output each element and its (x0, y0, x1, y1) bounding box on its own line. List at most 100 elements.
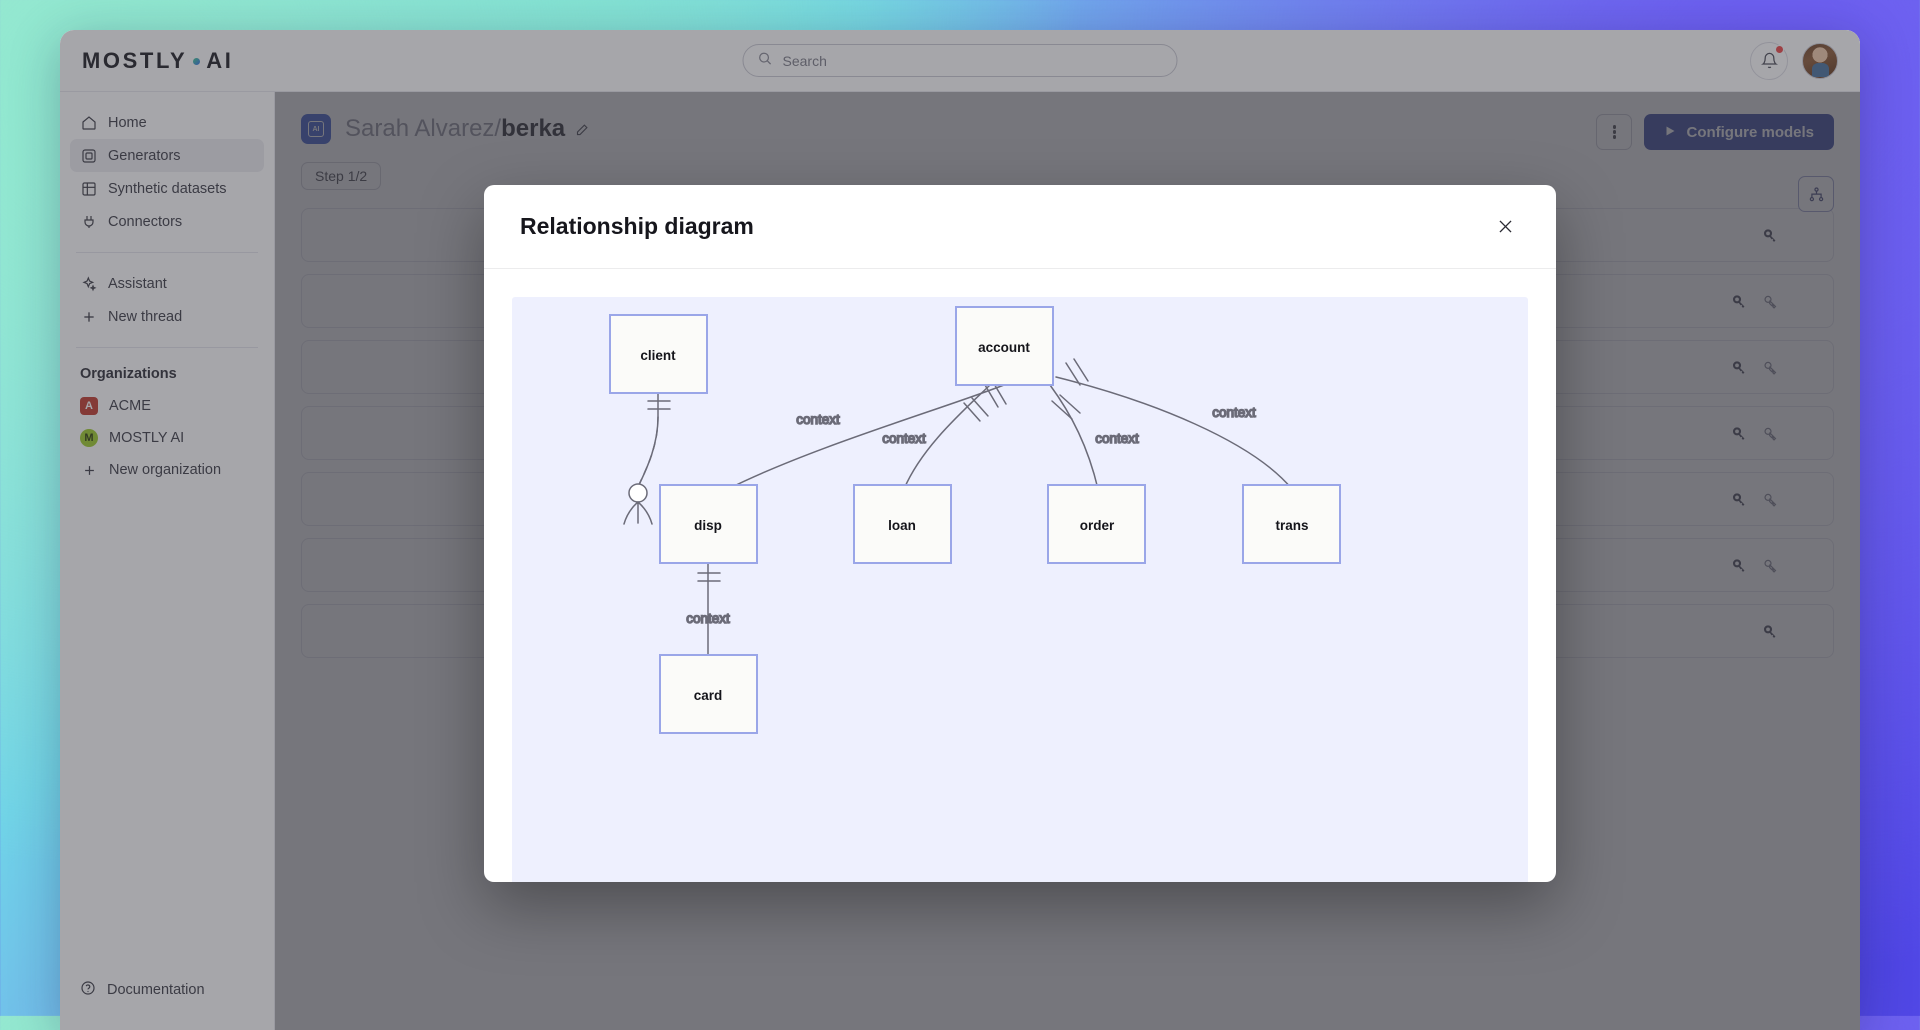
row-keys (1762, 623, 1779, 640)
row-keys (1731, 359, 1779, 376)
edge-label: context (686, 611, 730, 626)
home-icon (80, 114, 97, 131)
org-item-mostly-ai[interactable]: M MOSTLY AI (70, 422, 264, 454)
edge-label: context (796, 412, 840, 427)
organizations-heading: Organizations (80, 366, 177, 382)
sidebar: Home Generators Synthe (60, 92, 275, 1030)
plug-icon (80, 213, 97, 230)
primary-key-icon (1732, 492, 1745, 506)
brand-dot-icon (193, 58, 201, 65)
datasets-icon (80, 180, 97, 197)
org-item-label: ACME (109, 398, 151, 414)
configure-models-button[interactable]: Configure models (1644, 114, 1834, 150)
primary-key-icon (1732, 426, 1745, 440)
edge-label: context (1095, 431, 1139, 446)
entity-label: account (978, 340, 1030, 355)
search-icon (758, 51, 773, 71)
brand-suffix: AI (206, 47, 234, 73)
sidebar-item-label: Synthetic datasets (108, 180, 227, 197)
org-item-acme[interactable]: A ACME (70, 390, 264, 422)
sidebar-item-synthetic-datasets[interactable]: Synthetic datasets (70, 172, 264, 205)
entity-label: trans (1275, 518, 1308, 533)
generator-icon-inner: AI (308, 121, 324, 137)
sidebar-divider-2 (76, 347, 258, 348)
sidebar-divider-1 (76, 252, 258, 253)
row-keys (1731, 425, 1779, 442)
primary-key-icon (1732, 558, 1745, 572)
page-header: AI Sarah Alvarez/ berka (275, 92, 1860, 150)
foreign-key-icon (1764, 559, 1777, 573)
entity-label: client (640, 348, 676, 363)
notification-badge-icon (1775, 44, 1784, 54)
entity-client[interactable]: client (609, 314, 708, 394)
sparkle-icon (80, 275, 97, 292)
entity-trans[interactable]: trans (1242, 484, 1341, 564)
foreign-key-icon (1764, 295, 1777, 309)
entity-disp[interactable]: disp (659, 484, 758, 564)
sidebar-item-assistant[interactable]: Assistant (70, 267, 264, 300)
breadcrumb-owner[interactable]: Sarah Alvarez/ (345, 115, 502, 142)
primary-key-icon (1732, 294, 1745, 308)
entity-label: loan (888, 518, 916, 533)
avatar[interactable] (1802, 42, 1838, 79)
plus-icon (80, 308, 97, 325)
foreign-key-icon (1764, 427, 1777, 441)
sidebar-item-label: Assistant (108, 275, 167, 292)
modal-header: Relationship diagram (484, 185, 1556, 269)
entity-loan[interactable]: loan (853, 484, 952, 564)
sidebar-item-home[interactable]: Home (70, 106, 264, 139)
sidebar-item-label: Connectors (108, 213, 183, 230)
topbar: MOSTLY AI (60, 30, 1860, 92)
search-input[interactable] (782, 52, 1163, 69)
mostly-ai-logo-icon: M (80, 429, 98, 447)
er-diagram-svg: context context co (609, 306, 1341, 734)
sidebar-item-label: Generators (108, 147, 181, 164)
row-keys (1731, 293, 1779, 310)
modal-title: Relationship diagram (520, 213, 754, 239)
breadcrumb: Sarah Alvarez/ berka (345, 115, 590, 143)
brand-logo[interactable]: MOSTLY AI (82, 48, 233, 74)
topbar-actions (1750, 41, 1838, 80)
header-actions: Configure models (1596, 114, 1834, 150)
primary-key-icon (1763, 228, 1776, 242)
search-box[interactable] (742, 44, 1178, 77)
modal-body: context context co (484, 269, 1556, 882)
breadcrumb-current: berka (501, 115, 566, 142)
configure-models-label: Configure models (1686, 123, 1814, 141)
app-window: MOSTLY AI (60, 30, 1860, 1030)
new-organization-button[interactable]: New organization (70, 454, 264, 486)
documentation-link[interactable]: Documentation (60, 972, 274, 1008)
help-circle-icon (80, 980, 96, 1000)
entity-account[interactable]: account (955, 306, 1054, 386)
edit-pencil-icon[interactable] (575, 122, 590, 137)
play-icon (1664, 124, 1676, 141)
notifications-button[interactable] (1750, 41, 1788, 80)
sidebar-item-connectors[interactable]: Connectors (70, 205, 264, 238)
org-item-label: MOSTLY AI (109, 430, 185, 446)
documentation-label: Documentation (107, 982, 205, 998)
new-organization-label: New organization (109, 462, 222, 478)
foreign-key-icon (1764, 493, 1777, 507)
row-keys (1731, 557, 1779, 574)
close-icon[interactable] (1490, 212, 1520, 242)
generator-icon: AI (301, 114, 331, 144)
row-keys (1762, 227, 1779, 244)
edge-label: context (882, 431, 926, 446)
entity-label: order (1080, 518, 1115, 533)
sidebar-item-label: Home (108, 114, 147, 131)
entity-card[interactable]: card (659, 654, 758, 734)
entity-label: card (694, 688, 723, 703)
sidebar-item-generators[interactable]: Generators (70, 139, 264, 172)
step-chip[interactable]: Step 1/2 (301, 162, 382, 190)
step-row: Step 1/2 (275, 144, 1860, 190)
relationship-diagram-icon[interactable] (1798, 176, 1834, 212)
foreign-key-icon (1764, 361, 1777, 375)
generators-icon (80, 147, 97, 164)
more-vertical-icon[interactable] (1596, 114, 1633, 150)
diagram-canvas[interactable]: context context co (512, 297, 1528, 882)
edge-label: context (1212, 405, 1256, 420)
entity-order[interactable]: order (1047, 484, 1146, 564)
search-wrapper (742, 44, 1178, 77)
primary-key-icon (1732, 360, 1745, 374)
sidebar-item-new-thread[interactable]: New thread (70, 300, 264, 333)
